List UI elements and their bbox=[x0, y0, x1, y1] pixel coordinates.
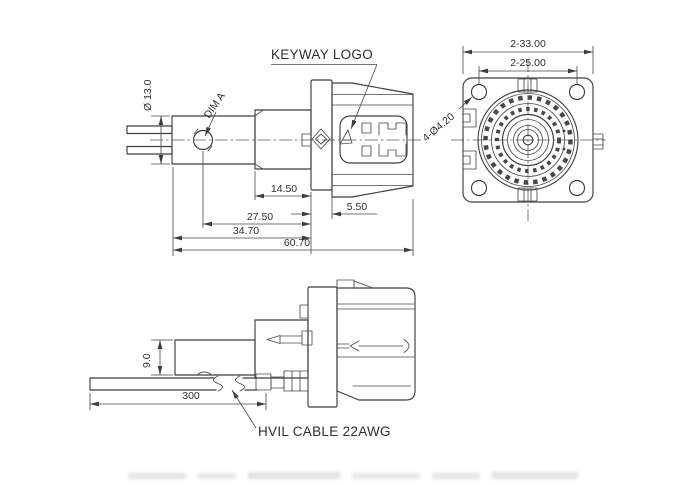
dim-27-50-label: 27.50 bbox=[247, 211, 273, 223]
hvil-inline-connector bbox=[255, 370, 309, 392]
side-view-part-outline bbox=[126, 79, 414, 198]
scan-artifact-band bbox=[128, 472, 578, 479]
keyway-logo-label: KEYWAY LOGO bbox=[271, 47, 373, 62]
keyway-logo-callout: KEYWAY LOGO bbox=[271, 47, 378, 130]
front-view-part-outline bbox=[462, 77, 604, 203]
hvil-pin bbox=[266, 335, 303, 344]
dim-14-50-label: 14.50 bbox=[271, 183, 297, 195]
dim-2-25: 2-25.00 bbox=[478, 57, 578, 84]
dim-a-callout: DIM A bbox=[202, 90, 228, 137]
flange-logo-symbol bbox=[311, 128, 331, 150]
dim-27-50: 27.50 bbox=[203, 211, 311, 227]
dim-9-0-label: 9.0 bbox=[141, 353, 153, 368]
dim-9-0: 9.0 bbox=[141, 339, 173, 376]
dim-2-33-label: 2-33.00 bbox=[510, 38, 546, 50]
side-view: Ø 13.0 DIM A KEYWAY LOGO 14.50 bbox=[126, 47, 424, 256]
dim-5-50: 5.50 bbox=[291, 201, 377, 217]
dim-300-label: 300 bbox=[182, 390, 200, 402]
dim-300: 300 bbox=[89, 390, 267, 410]
dim-60-70: 60.70 bbox=[173, 237, 413, 253]
dim-a-hole bbox=[192, 129, 214, 151]
bottom-view: 9.0 300 HVIL CABLE 22AWG bbox=[89, 279, 416, 439]
dim-2-33: 2-33.00 bbox=[462, 38, 594, 74]
dim-5-50-label: 5.50 bbox=[347, 201, 368, 213]
dim-diameter-label: Ø 13.0 bbox=[142, 79, 154, 111]
dim-60-70-label: 60.70 bbox=[284, 237, 310, 249]
hvil-cable bbox=[89, 375, 258, 392]
dim-34-70-label: 34.70 bbox=[233, 225, 259, 237]
dim-14-50: 14.50 bbox=[255, 183, 311, 199]
front-view: 2-33.00 2-25.00 4-Ø4.20 bbox=[420, 38, 606, 221]
keyway-triangle-symbol bbox=[339, 129, 353, 145]
hvil-cable-label: HVIL CABLE 22AWG bbox=[258, 424, 391, 439]
dim-4-holes-callout: 4-Ø4.20 bbox=[420, 96, 473, 145]
hvil-cable-callout: HVIL CABLE 22AWG bbox=[231, 389, 391, 439]
dim-4-holes-label: 4-Ø4.20 bbox=[420, 111, 457, 145]
dim-diameter-13: Ø 13.0 bbox=[142, 79, 170, 165]
dim-2-25-label: 2-25.00 bbox=[510, 57, 546, 69]
bottom-view-part-outline bbox=[89, 279, 416, 408]
dim-34-70: 34.70 bbox=[173, 225, 311, 241]
